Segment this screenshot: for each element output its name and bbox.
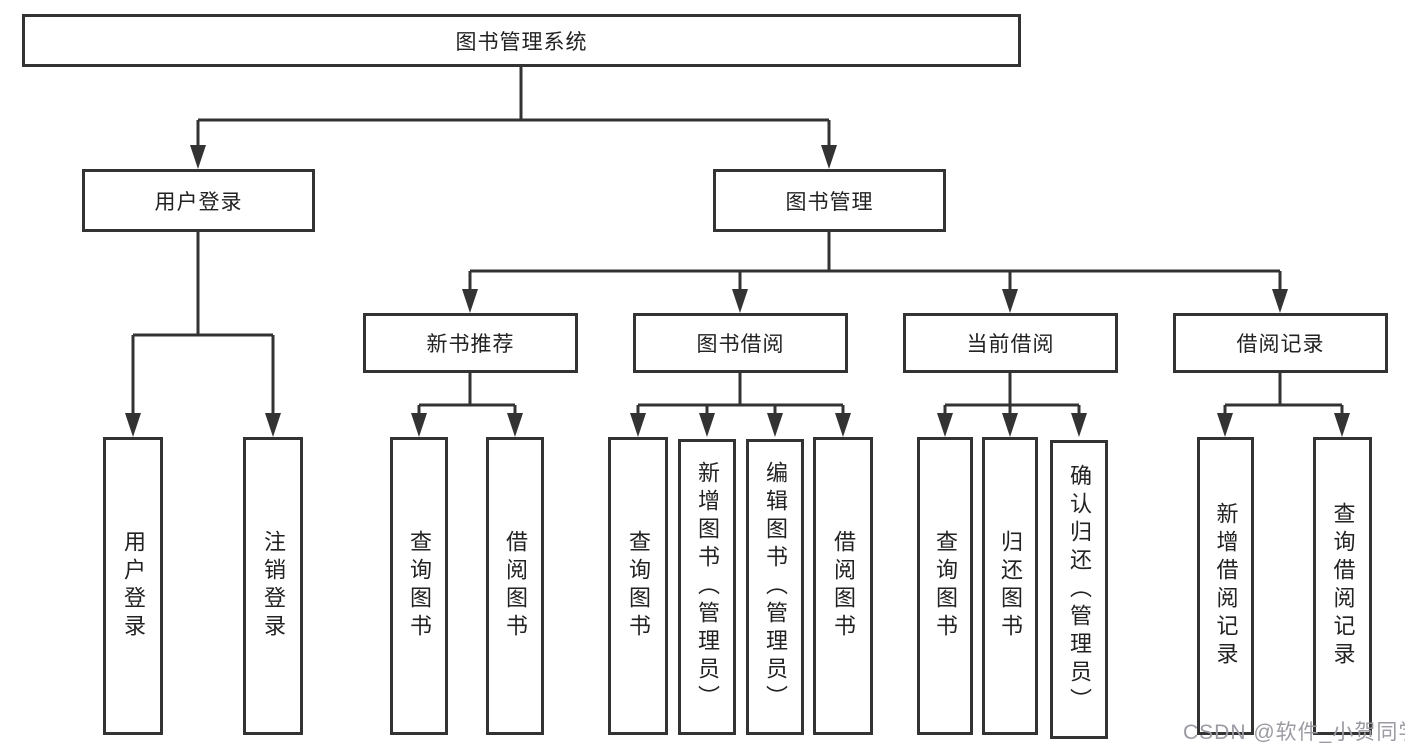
csdn-watermark: CSDN @软件_小贺同学: [1183, 721, 1405, 744]
leaf-label: 借阅图书: [503, 530, 528, 642]
leaf-edit-book-admin: 编辑图书（管理员）: [746, 439, 804, 735]
leaf-query-book-current: 查询图书: [917, 437, 973, 735]
node-label: 图书借阅: [696, 333, 785, 356]
node-new-book-recommend: 新书推荐: [363, 313, 578, 373]
node-label: 当前借阅: [966, 333, 1055, 356]
leaf-return-book: 归还图书: [982, 437, 1038, 735]
leaf-label: 编辑图书（管理员）: [763, 461, 788, 713]
leaf-label: 查询图书: [407, 530, 432, 642]
leaf-confirm-return-admin: 确认归还（管理员）: [1050, 440, 1108, 739]
node-label: 图书管理: [785, 190, 874, 214]
leaf-query-book-recommend: 查询图书: [390, 437, 448, 735]
leaf-add-borrow-record: 新增借阅记录: [1197, 437, 1254, 735]
leaf-borrow-book-recommend: 借阅图书: [486, 437, 544, 735]
node-book-management-branch: 图书管理: [713, 169, 946, 232]
leaf-label: 归还图书: [998, 530, 1023, 642]
node-label: 用户登录: [154, 190, 243, 214]
node-root-system: 图书管理系统: [22, 14, 1021, 67]
node-user-login-branch: 用户登录: [82, 169, 315, 232]
leaf-label: 用户登录: [121, 530, 146, 642]
leaf-label: 新增借阅记录: [1213, 502, 1239, 670]
leaf-label: 查询图书: [626, 530, 651, 642]
leaf-label: 查询图书: [933, 530, 958, 642]
node-root-label: 图书管理系统: [455, 30, 588, 54]
node-label: 新书推荐: [426, 333, 515, 356]
node-borrow-record: 借阅记录: [1173, 313, 1388, 373]
leaf-label: 新增图书（管理员）: [695, 461, 720, 713]
leaf-user-login: 用户登录: [103, 437, 163, 735]
leaf-query-book-borrow: 查询图书: [608, 437, 668, 735]
leaf-label: 确认归还（管理员）: [1067, 463, 1092, 716]
leaf-label: 查询借阅记录: [1330, 502, 1356, 670]
leaf-label: 注销登录: [261, 530, 286, 642]
node-label: 借阅记录: [1236, 333, 1325, 356]
leaf-add-book-admin: 新增图书（管理员）: [678, 439, 736, 735]
leaf-label: 借阅图书: [831, 530, 856, 642]
node-book-borrow: 图书借阅: [633, 313, 848, 373]
leaf-query-borrow-record: 查询借阅记录: [1313, 437, 1372, 735]
leaf-logout: 注销登录: [243, 437, 303, 735]
node-current-borrow: 当前借阅: [903, 313, 1118, 373]
leaf-borrow-book: 借阅图书: [813, 437, 873, 735]
arrowhead-group: [125, 145, 1350, 437]
